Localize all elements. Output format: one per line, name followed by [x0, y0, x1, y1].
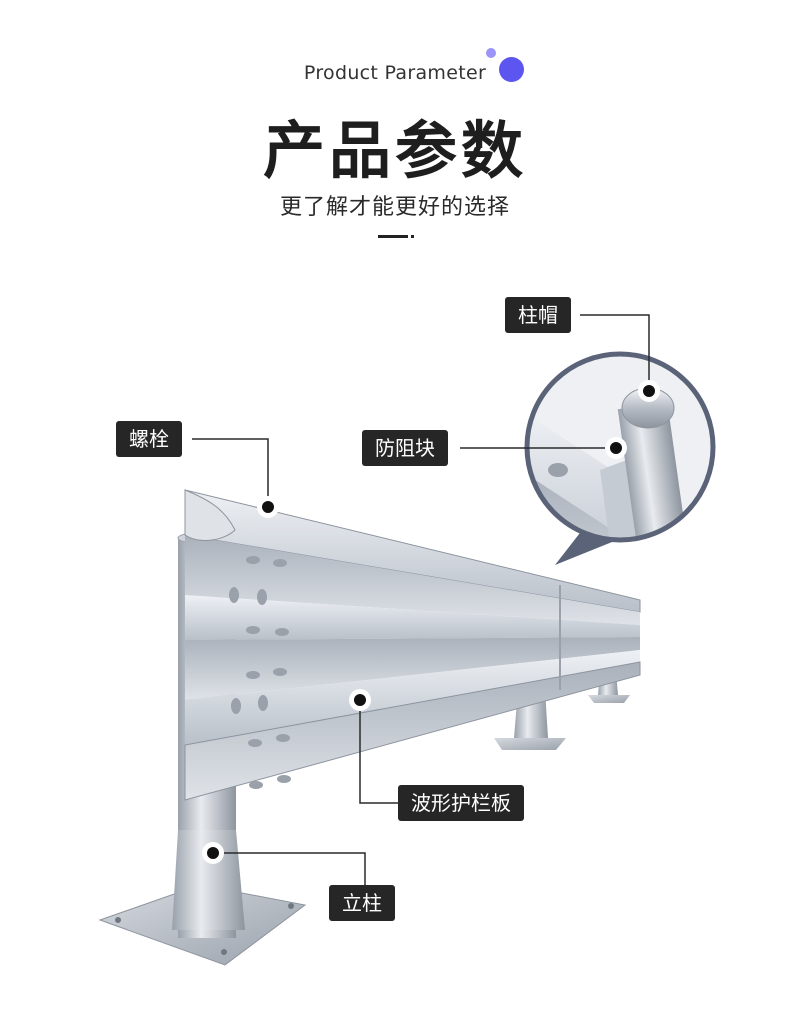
wave-beam — [184, 489, 641, 801]
label-bolt: 螺栓 — [116, 421, 182, 457]
decorative-dot-icon — [499, 57, 524, 82]
label-post-cap: 柱帽 — [505, 297, 571, 333]
callout-marker-icon — [638, 380, 660, 402]
callout-marker-icon — [202, 842, 224, 864]
section-eyebrow: Product Parameter — [303, 62, 487, 84]
label-post: 立柱 — [329, 885, 395, 921]
label-spacer-block: 防阻块 — [362, 430, 448, 466]
callout-leaders — [192, 314, 650, 885]
callout-marker-icon — [257, 496, 279, 518]
title-divider — [378, 235, 408, 238]
small-decorative-dot-icon — [486, 48, 496, 58]
page-title: 产品参数 — [262, 114, 527, 187]
label-wave-beam: 波形护栏板 — [398, 785, 524, 821]
callout-marker-icon — [605, 437, 627, 459]
title-divider-dot — [411, 235, 414, 238]
callout-marker-icon — [349, 689, 371, 711]
page-subtitle: 更了解才能更好的选择 — [279, 195, 510, 220]
